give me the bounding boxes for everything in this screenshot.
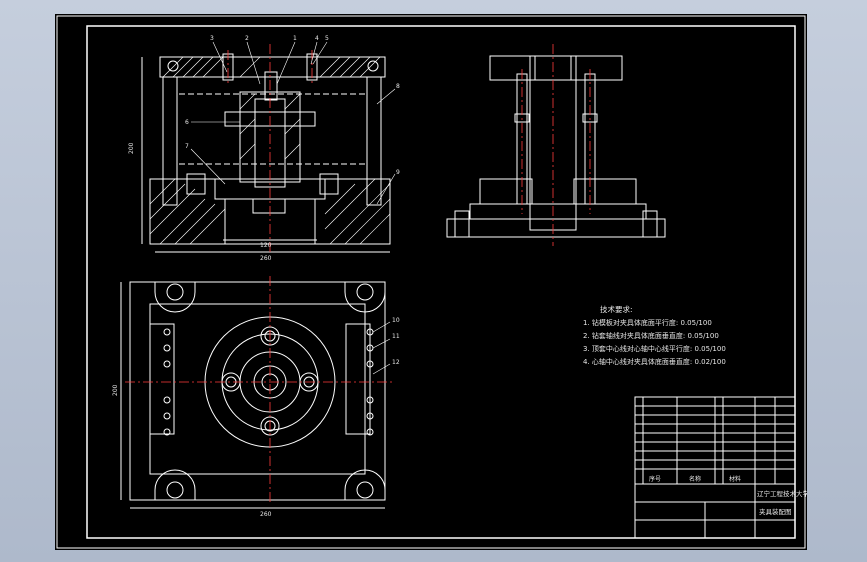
part-label: 1 bbox=[293, 35, 297, 42]
front-hatching bbox=[149, 56, 391, 245]
cad-drawing-sheet: 3 2 1 4 5 6 7 8 9 10 11 12 260 120 260 2… bbox=[55, 14, 810, 550]
part-label: 10 bbox=[392, 317, 400, 324]
part-label: 6 bbox=[185, 119, 189, 126]
dimension-label: 120 bbox=[260, 242, 272, 249]
part-label: 8 bbox=[396, 83, 400, 90]
part-numbers: 3 2 1 4 5 6 7 8 9 10 11 12 260 120 260 2… bbox=[112, 35, 400, 518]
top-view bbox=[120, 281, 386, 509]
tech-requirement-item: 4. 心轴中心线对夹具体底面垂直度: 0.02/100 bbox=[583, 357, 726, 366]
header-seq: 序号 bbox=[649, 475, 661, 483]
part-label: 12 bbox=[392, 359, 400, 366]
part-label: 11 bbox=[392, 333, 400, 340]
school-name: 辽宁工程技术大学 bbox=[757, 489, 807, 498]
dimension-label: 260 bbox=[260, 511, 272, 518]
leader-lines bbox=[190, 41, 396, 375]
top-center-lines bbox=[125, 276, 395, 504]
dimension-label: 200 bbox=[112, 384, 119, 396]
part-label: 4 bbox=[315, 35, 319, 42]
title-block-text: 序号 名称 材料 辽宁工程技术大学 夹具装配图 bbox=[649, 475, 810, 516]
part-label: 2 bbox=[245, 35, 249, 42]
outer-frame bbox=[56, 15, 806, 549]
technical-requirements: 技术要求: 1. 钻模板对夹具体底面平行度: 0.05/100 2. 钻套轴线对… bbox=[583, 304, 726, 366]
tech-requirement-item: 3. 顶套中心线对心轴中心线平行度: 0.05/100 bbox=[583, 344, 726, 353]
part-label: 5 bbox=[325, 35, 329, 42]
part-label: 3 bbox=[210, 35, 214, 42]
assembly-drawing: 3 2 1 4 5 6 7 8 9 10 11 12 260 120 260 2… bbox=[56, 15, 810, 549]
tech-requirements-title: 技术要求: bbox=[600, 304, 633, 314]
tech-requirement-item: 1. 钻模板对夹具体底面平行度: 0.05/100 bbox=[583, 318, 712, 327]
inner-frame bbox=[86, 25, 796, 539]
side-center-lines bbox=[521, 44, 591, 246]
header-name: 名称 bbox=[689, 475, 701, 483]
front-section-view bbox=[141, 53, 391, 253]
dimension-label: 260 bbox=[260, 255, 272, 262]
dimension-label: 200 bbox=[128, 142, 135, 154]
drawing-name: 夹具装配图 bbox=[759, 507, 792, 516]
front-center-lines bbox=[227, 44, 313, 254]
side-view bbox=[446, 55, 666, 238]
part-label: 7 bbox=[185, 143, 189, 150]
part-label: 9 bbox=[396, 169, 400, 176]
header-material: 材料 bbox=[729, 475, 741, 483]
title-block bbox=[634, 396, 796, 539]
tech-requirement-item: 2. 钻套轴线对夹具体底面垂直度: 0.05/100 bbox=[583, 331, 719, 340]
